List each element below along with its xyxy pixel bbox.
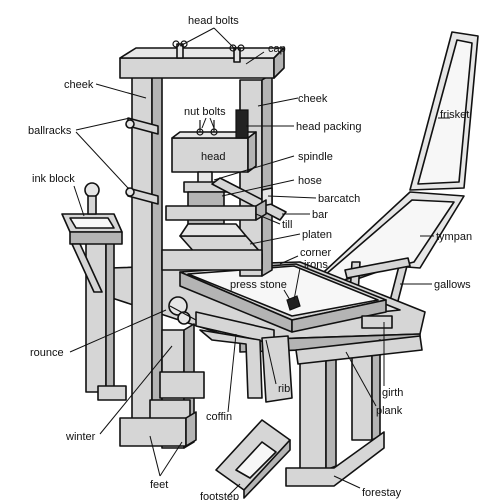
leader-lines — [69, 27, 450, 497]
footstep — [215, 419, 291, 499]
label-ballracks: ballracks — [28, 125, 72, 137]
label-forestay: forestay — [362, 487, 402, 499]
rib — [261, 335, 293, 403]
head — [171, 131, 257, 173]
label-coffin: coffin — [206, 411, 232, 423]
label-head-packing: head packing — [296, 121, 361, 133]
label-hose: hose — [298, 175, 322, 187]
label-girth: girth — [382, 387, 403, 399]
label-barcatch: barcatch — [318, 193, 360, 205]
label-rounce: rounce — [30, 347, 64, 359]
label-press-stone: press stone — [230, 279, 287, 291]
label-corner-irons-line2: irons — [304, 259, 328, 271]
ink-block — [61, 182, 123, 293]
rounce — [168, 296, 197, 325]
label-cheek-left: cheek — [64, 79, 94, 91]
head-bolts — [172, 40, 245, 63]
label-nut-bolts: nut bolts — [184, 106, 226, 118]
label-footstep: footstep — [200, 491, 239, 500]
label-head-bolts: head bolts — [188, 15, 239, 27]
label-gallows: gallows — [434, 279, 471, 291]
label-platen: platen — [302, 229, 332, 241]
label-winter: winter — [65, 431, 96, 443]
label-cheek-right: cheek — [298, 93, 328, 105]
winter — [161, 249, 263, 271]
coffin — [179, 263, 387, 333]
label-head: head — [201, 151, 225, 163]
girth — [361, 315, 393, 329]
label-bar: bar — [312, 209, 328, 221]
frisket — [409, 31, 479, 191]
label-ink-block: ink block — [32, 173, 75, 185]
label-plank: plank — [376, 405, 403, 417]
label-frisket: frisket — [440, 109, 469, 121]
labels: head bolts cap cheek cheek nut bolts hea… — [28, 15, 472, 500]
forestay — [285, 431, 385, 487]
left-frame — [119, 47, 285, 421]
head-packing — [235, 109, 249, 139]
nut-bolts — [196, 120, 218, 136]
feet — [97, 371, 205, 447]
label-corner-irons: corner irons — [300, 247, 334, 271]
label-tympan: tympan — [436, 231, 472, 243]
plank — [295, 335, 423, 365]
label-till: till — [282, 219, 292, 231]
ballracks — [125, 117, 159, 205]
label-spindle: spindle — [298, 151, 333, 163]
label-feet: feet — [150, 479, 168, 491]
label-cap: cap — [268, 43, 286, 55]
label-rib: rib — [278, 383, 290, 395]
label-corner-irons-line1: corner — [300, 247, 332, 259]
